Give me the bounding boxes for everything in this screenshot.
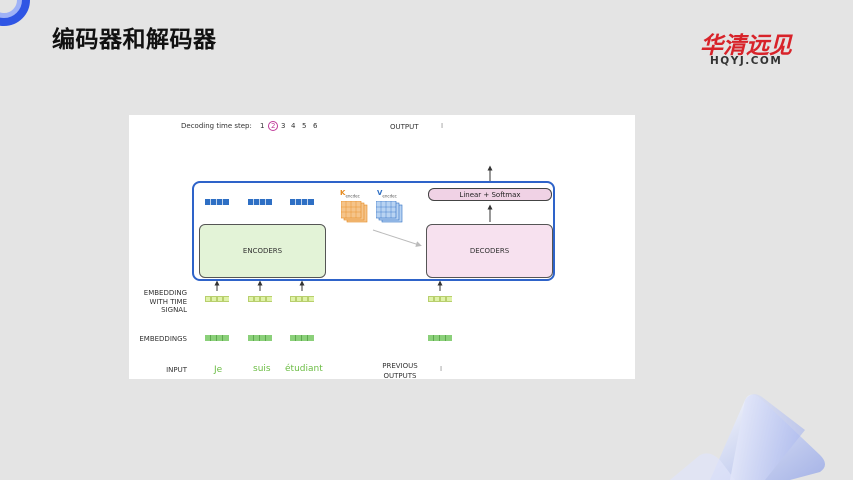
step-3: 3: [281, 122, 286, 130]
time-signal-vector: [205, 296, 229, 302]
v-encdec-label: Vencdec: [377, 189, 397, 199]
v-matrix-stack: [376, 201, 403, 223]
page-title: 编码器和解码器: [52, 27, 217, 53]
active-step-highlight: [268, 121, 278, 131]
k-matrix-stack: [341, 201, 368, 223]
input-label: INPUT: [166, 366, 187, 374]
output-value: I: [441, 122, 444, 130]
input-word: Je: [214, 365, 223, 375]
input-word: suis: [253, 364, 271, 374]
step-4: 4: [291, 122, 296, 130]
decoders-box: DECODERS: [426, 224, 553, 278]
decoder-time-signal-vector: [428, 296, 452, 302]
time-signal-vector: [248, 296, 272, 302]
input-word: étudiant: [285, 364, 323, 374]
linear-softmax-box: Linear + Softmax: [428, 188, 552, 201]
step-6: 6: [313, 122, 318, 130]
step-2: 2: [271, 122, 276, 130]
step-5: 5: [302, 122, 307, 130]
embedding-time-signal-label: EMBEDDING WITH TIME SIGNAL: [143, 289, 187, 314]
decoding-label: Decoding time step:: [181, 122, 252, 130]
flow-arrows: [214, 165, 493, 291]
embedding-vector: [248, 335, 272, 341]
decorative-ring: [0, 0, 30, 26]
encoder-output-vector: [248, 199, 272, 205]
step-1: 1: [260, 122, 265, 130]
decoder-embedding-vector: [428, 335, 452, 341]
encoder-output-vector: [290, 199, 314, 205]
brand-url: HQYJ.COM: [710, 55, 783, 67]
embeddings-label: EMBEDDINGS: [139, 335, 187, 343]
decorative-glass-shape: [670, 394, 825, 480]
embedding-vector: [205, 335, 229, 341]
brand-logo: 华清远见: [700, 33, 792, 59]
previous-outputs-label: PREVIOUS OUTPUTS: [382, 362, 418, 380]
k-encdec-label: Kencdec: [340, 189, 360, 199]
decorative-ring-inner: [0, 0, 22, 18]
previous-output-value: I: [440, 365, 443, 373]
embedding-vector: [290, 335, 314, 341]
encoders-box: ENCODERS: [199, 224, 326, 278]
encoder-output-vector: [205, 199, 229, 205]
encoder-decoder-stack: [192, 181, 555, 281]
time-signal-vector: [290, 296, 314, 302]
transformer-diagram: Decoding time step: 1 2 3 4 5 6 OUTPUT I…: [129, 115, 635, 380]
output-label: OUTPUT: [390, 123, 419, 131]
